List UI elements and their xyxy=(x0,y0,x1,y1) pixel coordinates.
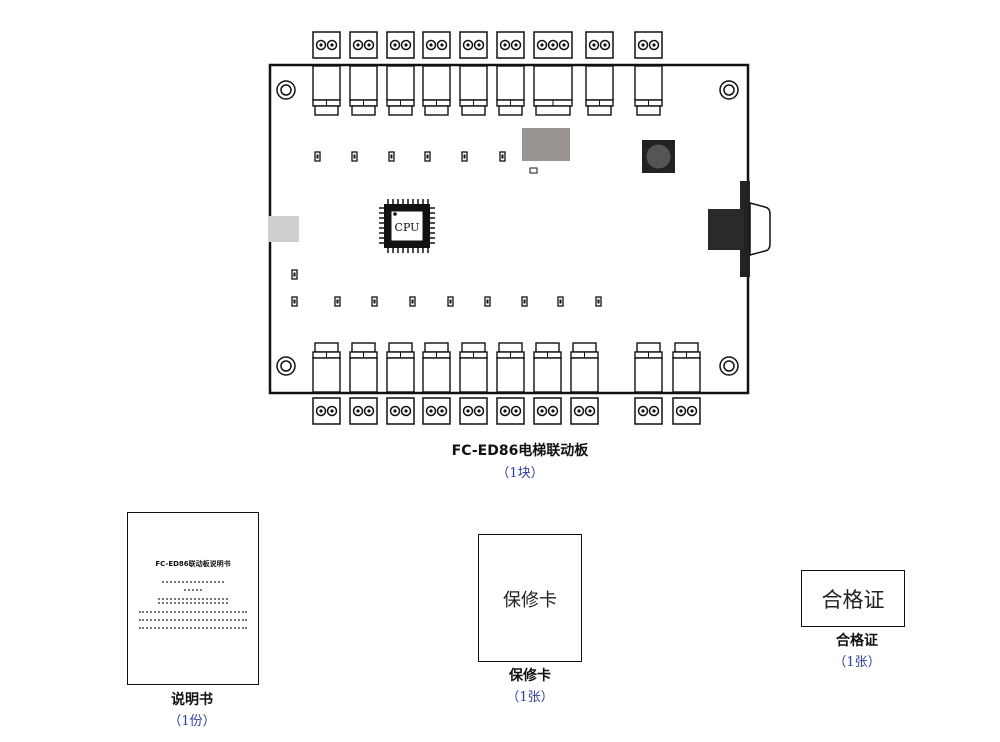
relay xyxy=(386,65,415,116)
terminal-block xyxy=(312,397,341,425)
manual-title: 说明书 xyxy=(171,692,213,708)
terminal-block xyxy=(672,397,701,425)
terminal-block xyxy=(349,31,378,59)
mounting-holes xyxy=(276,80,739,376)
relay xyxy=(312,65,341,116)
certificate-card: 合格证 xyxy=(801,570,905,627)
relay xyxy=(312,342,341,393)
relay xyxy=(570,342,599,393)
manual-booklet: FC-ED86联动板说明书 xyxy=(127,512,259,685)
cpu-label: CPU xyxy=(395,221,420,234)
terminal-block xyxy=(533,31,573,59)
warranty-quantity: （1张） xyxy=(506,690,554,705)
board-title: FC-ED86电梯联动板 xyxy=(451,443,589,459)
terminal-block xyxy=(585,31,614,59)
terminal-block xyxy=(570,397,599,425)
relay xyxy=(459,342,488,393)
terminal-block xyxy=(459,397,488,425)
certificate-title: 合格证 xyxy=(836,633,878,649)
terminal-block xyxy=(634,31,663,59)
relay xyxy=(422,65,451,116)
relay xyxy=(422,342,451,393)
pcb-outline xyxy=(268,63,750,395)
small-component xyxy=(529,167,538,174)
terminal-block xyxy=(459,31,488,59)
warranty-title: 保修卡 xyxy=(509,668,551,684)
warranty-caption: 保修卡 （1张） xyxy=(480,665,580,705)
terminal-block xyxy=(496,31,525,59)
relay xyxy=(533,342,562,393)
module-chip xyxy=(522,128,570,161)
terminal-block xyxy=(312,31,341,59)
relay xyxy=(634,65,663,116)
terminal-block xyxy=(349,397,378,425)
certificate-quantity: （1张） xyxy=(833,655,881,670)
manual-cover-heading: FC-ED86联动板说明书 xyxy=(155,560,231,568)
relay xyxy=(386,342,415,393)
cpu-chip: CPU xyxy=(379,199,435,253)
terminal-block xyxy=(634,397,663,425)
relay xyxy=(634,342,663,393)
terminal-block xyxy=(386,397,415,425)
relay xyxy=(459,65,488,116)
board-caption: FC-ED86电梯联动板 （1块） xyxy=(420,440,620,481)
warranty-card: 保修卡 xyxy=(478,534,582,662)
certificate-caption: 合格证 （1张） xyxy=(807,630,907,670)
relay xyxy=(585,65,614,116)
warranty-card-text: 保修卡 xyxy=(503,590,557,611)
terminal-block xyxy=(422,397,451,425)
relay xyxy=(496,65,525,116)
relay xyxy=(672,342,701,393)
terminal-block xyxy=(386,31,415,59)
certificate-card-text: 合格证 xyxy=(821,588,885,612)
terminal-block xyxy=(496,397,525,425)
terminal-block xyxy=(422,31,451,59)
board-quantity: （1块） xyxy=(496,466,544,481)
relay xyxy=(496,342,525,393)
manual-quantity: （1份） xyxy=(168,714,216,729)
manual-caption: 说明书 （1份） xyxy=(142,689,242,729)
serial-connector xyxy=(708,181,771,277)
relay xyxy=(349,342,378,393)
relay xyxy=(349,65,378,116)
relay xyxy=(533,65,573,116)
terminal-block xyxy=(533,397,562,425)
usb-port xyxy=(268,216,299,242)
